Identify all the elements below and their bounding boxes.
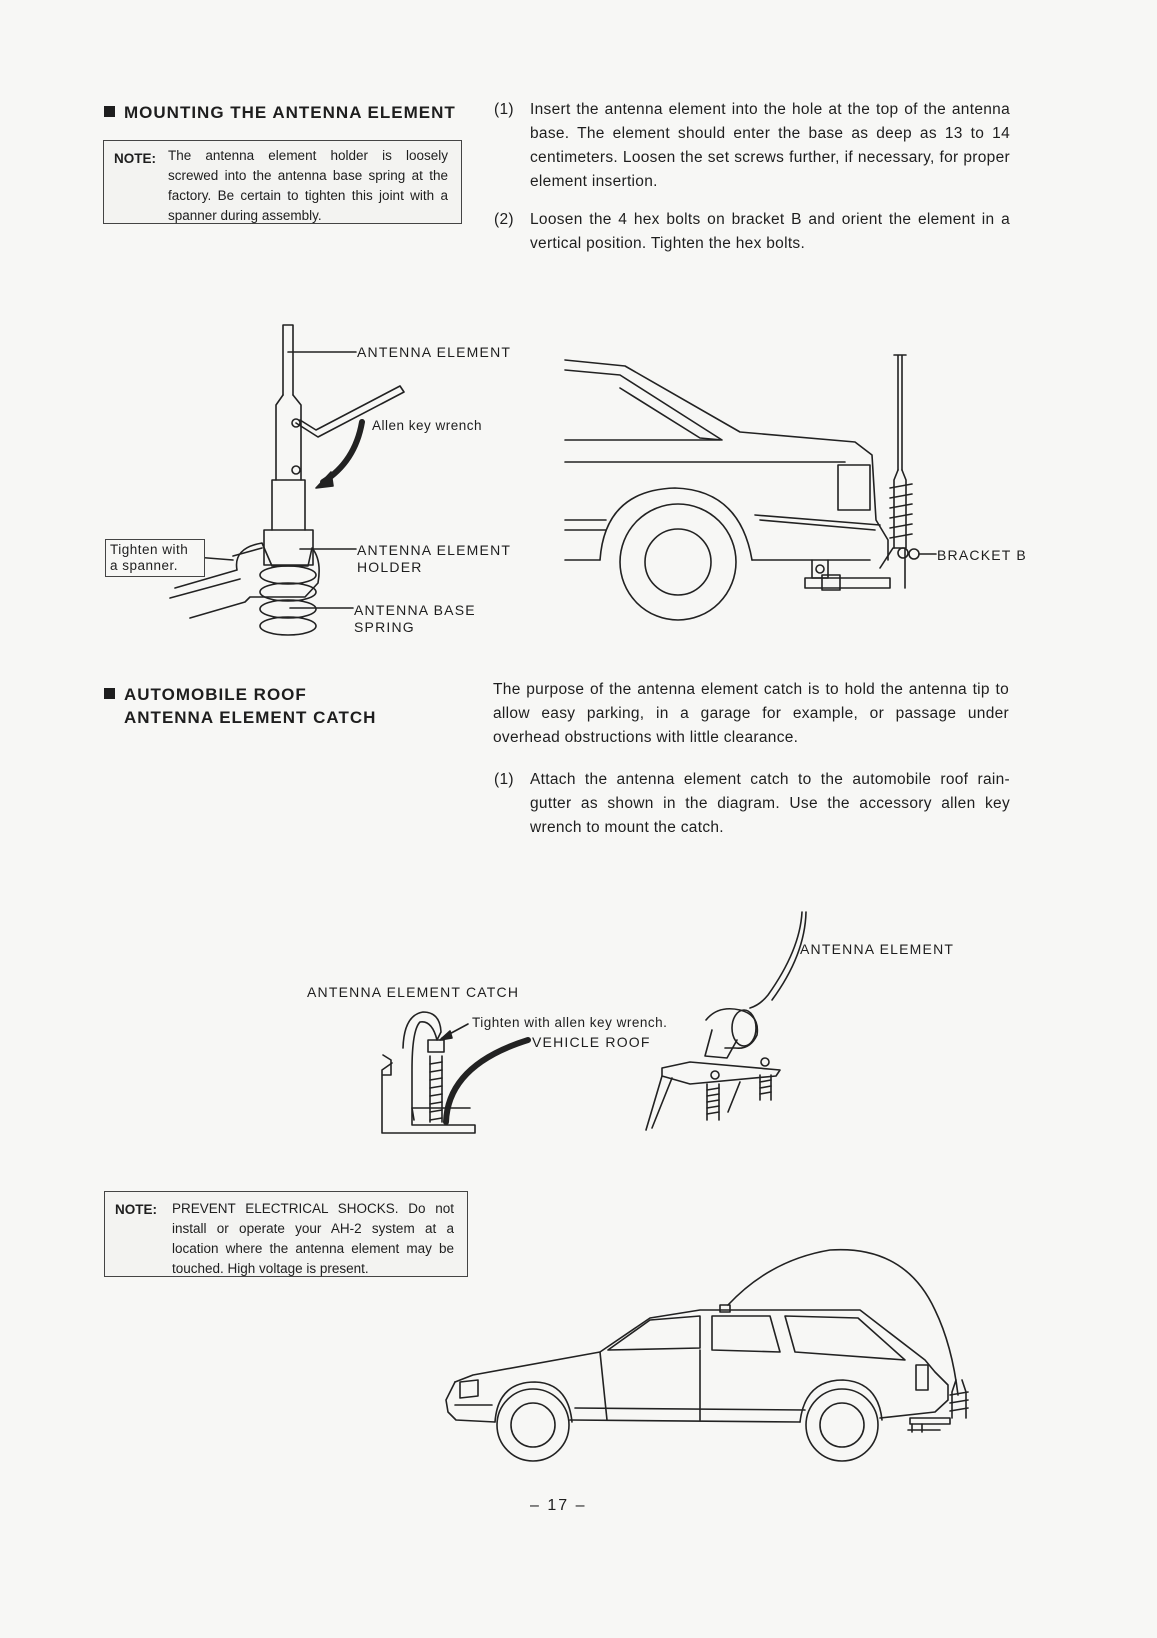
label-bracket-b: BRACKET B — [937, 547, 1027, 563]
label-allen-key-wrench: Allen key wrench — [372, 418, 483, 433]
label-tighten-allen: Tighten with allen key wrench. — [472, 1015, 668, 1030]
note-box-electrical-shock: NOTE: PREVENT ELECTRICAL SHOCKS. Do not … — [104, 1191, 468, 1277]
label-antenna-element: ANTENNA ELEMENT — [357, 344, 512, 360]
label-antenna-element-2: ANTENNA ELEMENT — [800, 941, 955, 957]
bullet-square-icon — [104, 688, 115, 699]
label-element-holder: ANTENNA ELEMENT HOLDER — [357, 542, 512, 575]
bullet-square-icon — [104, 106, 115, 117]
note-label: NOTE: — [114, 151, 156, 166]
section-heading-roof-catch: AUTOMOBILE ROOF ANTENNA ELEMENT CATCH — [104, 683, 376, 729]
section-heading-mounting: MOUNTING THE ANTENNA ELEMENT — [104, 103, 456, 123]
note-text: The antenna element holder is loosely sc… — [168, 148, 448, 223]
note-label: NOTE: — [115, 1202, 157, 1217]
note-box-holder: NOTE: The antenna element holder is loos… — [103, 140, 462, 224]
step-1-attach-catch: (1) Attach the antenna element catch to … — [494, 771, 1010, 836]
catch-intro-paragraph: The purpose of the antenna element catch… — [493, 681, 1009, 746]
label-vehicle-roof: VEHICLE ROOF — [532, 1034, 651, 1050]
page-number: – 17 – — [530, 1497, 587, 1514]
step-1-insert: (1) Insert the antenna element into the … — [494, 101, 1010, 190]
step-2-hex-bolts: (2) Loosen the 4 hex bolts on bracket B … — [494, 211, 1010, 252]
label-base-spring: ANTENNA BASE SPRING — [354, 602, 476, 635]
label-element-catch: ANTENNA ELEMENT CATCH — [307, 984, 520, 1000]
label-tighten-spanner: Tighten with a spanner. — [105, 539, 205, 577]
note-text: PREVENT ELECTRICAL SHOCKS. Do not instal… — [172, 1201, 454, 1276]
